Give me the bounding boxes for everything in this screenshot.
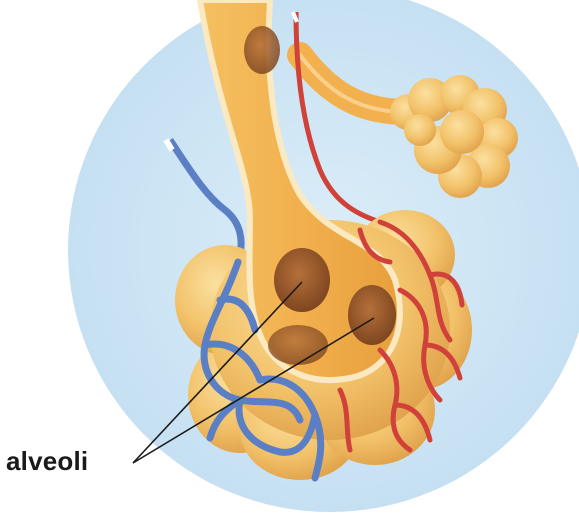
alveoli-label: alveoli bbox=[6, 446, 88, 477]
